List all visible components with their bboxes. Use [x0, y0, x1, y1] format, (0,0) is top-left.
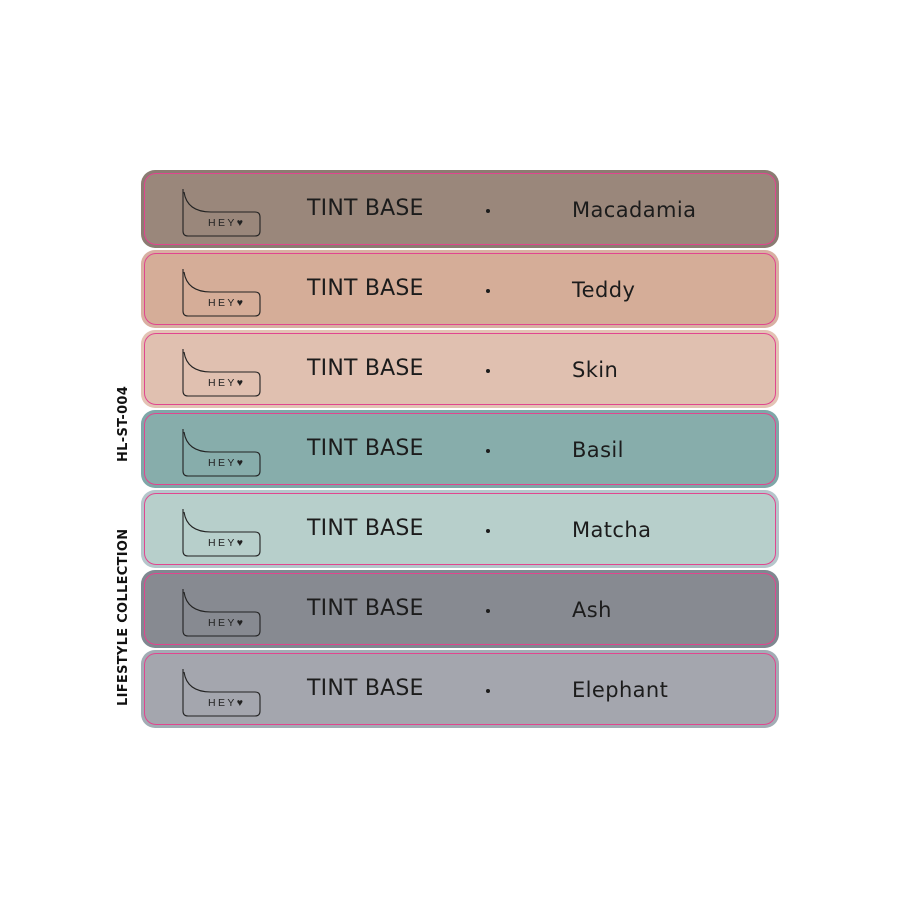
- collection-label: LIFESTYLE COLLECTION: [116, 528, 131, 706]
- product-name: TINT BASE: [307, 516, 424, 541]
- hey-logo: HEY♥: [181, 587, 261, 637]
- logo-text: HEY♥: [208, 217, 246, 229]
- separator-dot: [486, 369, 490, 373]
- hey-logo: HEY♥: [181, 187, 261, 237]
- tint-strip-basil: HEY♥ TINT BASE Basil: [141, 410, 779, 488]
- speech-bubble-icon: [182, 269, 261, 317]
- strip-inner-border: HEY♥ TINT BASE Ash: [144, 573, 776, 645]
- strip-inner-border: HEY♥ TINT BASE Basil: [144, 413, 776, 485]
- tint-strip-list: HEY♥ TINT BASE Macadamia HEY♥ TINT BASE …: [141, 170, 779, 730]
- product-name: TINT BASE: [307, 196, 424, 221]
- shade-name: Basil: [572, 438, 624, 462]
- logo-text: HEY♥: [208, 457, 246, 469]
- hey-logo: HEY♥: [181, 427, 261, 477]
- speech-bubble-icon: [182, 189, 261, 237]
- speech-bubble-icon: [182, 669, 261, 717]
- strip-inner-border: HEY♥ TINT BASE Matcha: [144, 493, 776, 565]
- separator-dot: [486, 449, 490, 453]
- logo-text: HEY♥: [208, 297, 246, 309]
- shade-name: Teddy: [572, 278, 636, 302]
- speech-bubble-icon: [182, 589, 261, 637]
- tint-strip-macadamia: HEY♥ TINT BASE Macadamia: [141, 170, 779, 248]
- logo-text: HEY♥: [208, 537, 246, 549]
- tint-strip-matcha: HEY♥ TINT BASE Matcha: [141, 490, 779, 568]
- separator-dot: [486, 529, 490, 533]
- product-name: TINT BASE: [307, 356, 424, 381]
- logo-text: HEY♥: [208, 617, 246, 629]
- product-code-label: HL-ST-004: [116, 385, 131, 462]
- tint-strip-ash: HEY♥ TINT BASE Ash: [141, 570, 779, 648]
- tint-strip-teddy: HEY♥ TINT BASE Teddy: [141, 250, 779, 328]
- separator-dot: [486, 609, 490, 613]
- strip-inner-border: HEY♥ TINT BASE Macadamia: [144, 173, 776, 245]
- shade-name: Skin: [572, 358, 619, 382]
- strip-inner-border: HEY♥ TINT BASE Teddy: [144, 253, 776, 325]
- speech-bubble-icon: [182, 349, 261, 397]
- separator-dot: [486, 689, 490, 693]
- hey-logo: HEY♥: [181, 267, 261, 317]
- speech-bubble-icon: [182, 429, 261, 477]
- logo-text: HEY♥: [208, 377, 246, 389]
- shade-name: Ash: [572, 598, 612, 622]
- hey-logo: HEY♥: [181, 667, 261, 717]
- separator-dot: [486, 289, 490, 293]
- tint-strip-elephant: HEY♥ TINT BASE Elephant: [141, 650, 779, 728]
- shade-name: Elephant: [572, 678, 669, 702]
- product-name: TINT BASE: [307, 676, 424, 701]
- speech-bubble-icon: [182, 509, 261, 557]
- product-name: TINT BASE: [307, 436, 424, 461]
- logo-text: HEY♥: [208, 697, 246, 709]
- separator-dot: [486, 209, 490, 213]
- strip-inner-border: HEY♥ TINT BASE Skin: [144, 333, 776, 405]
- shade-name: Matcha: [572, 518, 652, 542]
- product-name: TINT BASE: [307, 276, 424, 301]
- shade-name: Macadamia: [572, 198, 697, 222]
- strip-inner-border: HEY♥ TINT BASE Elephant: [144, 653, 776, 725]
- hey-logo: HEY♥: [181, 507, 261, 557]
- hey-logo: HEY♥: [181, 347, 261, 397]
- product-name: TINT BASE: [307, 596, 424, 621]
- tint-strip-skin: HEY♥ TINT BASE Skin: [141, 330, 779, 408]
